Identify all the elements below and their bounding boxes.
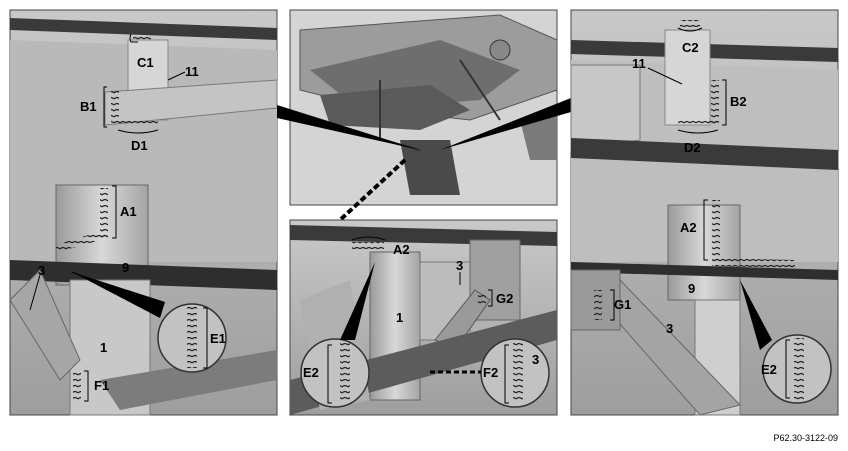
label-e1: E1 <box>210 331 226 346</box>
figure-code: P62.30-3122-09 <box>773 433 838 443</box>
label-part-1: 1 <box>100 340 107 355</box>
label-part-9-right: 9 <box>688 281 695 296</box>
left-panel: C1 11 B1 D1 A1 9 3 1 E1 F1 <box>9 9 278 416</box>
label-e2-center: E2 <box>303 365 319 380</box>
label-part-3-f2: 3 <box>532 352 539 367</box>
label-part-11-right: 11 <box>632 56 646 71</box>
label-d1: D1 <box>131 138 148 153</box>
label-a2-center: A2 <box>393 242 410 257</box>
right-panel: C2 11 B2 D2 A2 G1 9 3 E2 <box>570 9 839 416</box>
label-f2: F2 <box>483 365 498 380</box>
label-b1: B1 <box>80 99 97 114</box>
label-g2: G2 <box>496 291 513 306</box>
label-part-3: 3 <box>38 263 45 278</box>
label-part-3-center: 3 <box>456 258 463 273</box>
label-d2: D2 <box>684 140 701 155</box>
label-part-9: 9 <box>122 260 129 275</box>
label-a2-right: A2 <box>680 220 697 235</box>
label-a1: A1 <box>120 204 137 219</box>
label-e2-right: E2 <box>761 362 777 377</box>
connector-left <box>277 105 420 150</box>
label-part-3-right: 3 <box>666 321 673 336</box>
label-b2: B2 <box>730 94 747 109</box>
label-g1: G1 <box>614 297 631 312</box>
center-bottom-panel: A2 3 G2 1 E2 F2 3 <box>289 219 558 416</box>
connector-right <box>440 98 571 150</box>
center-top-panel <box>289 9 558 206</box>
label-f1: F1 <box>94 378 109 393</box>
label-part-11: 11 <box>185 64 199 79</box>
connector-bottom <box>338 158 407 222</box>
label-c1: C1 <box>137 55 154 70</box>
label-c2: C2 <box>682 40 699 55</box>
label-part-1-center: 1 <box>396 310 403 325</box>
